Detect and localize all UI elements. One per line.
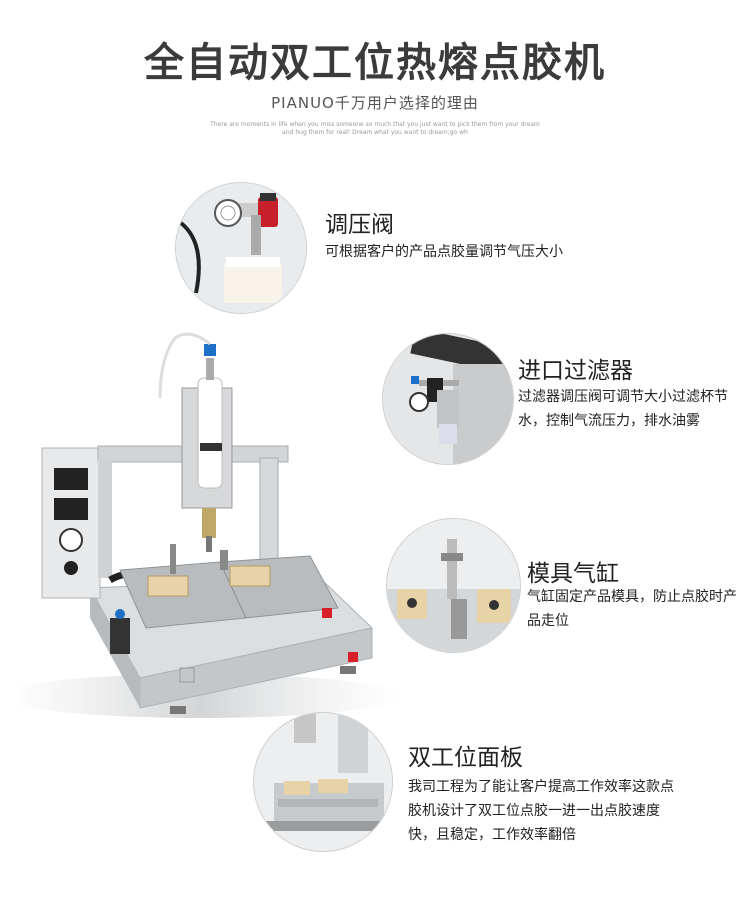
feature-3-title: 模具气缸 [527,561,619,587]
page-subtitle: PIANUO千万用户选择的理由 [271,94,479,112]
feature-2-image [382,333,514,465]
machine-image [20,318,400,728]
feature-1-title: 调压阀 [325,212,394,238]
feature-4-title: 双工位面板 [408,745,523,771]
feature-1-desc: 可根据客户的产品点胶量调节气压大小 [325,244,563,260]
feature-2-desc: 过滤器调压阀可调节大小过滤杯节水，控制气流压力，排水油雾 [518,389,728,429]
feature-2-title: 进口过滤器 [518,358,633,384]
page-title: 全自动双工位热熔点胶机 [144,40,606,86]
tagline: There are moments in life when you miss … [210,121,540,136]
feature-1-image [175,182,307,314]
feature-3-image [386,518,521,653]
feature-3-desc: 气缸固定产品模具，防止点胶时产品走位 [527,589,737,629]
feature-4-desc: 我司工程为了能让客户提高工作效率这款点胶机设计了双工位点胶一进一出点胶速度快，且… [408,779,674,843]
feature-4-image [253,712,393,852]
